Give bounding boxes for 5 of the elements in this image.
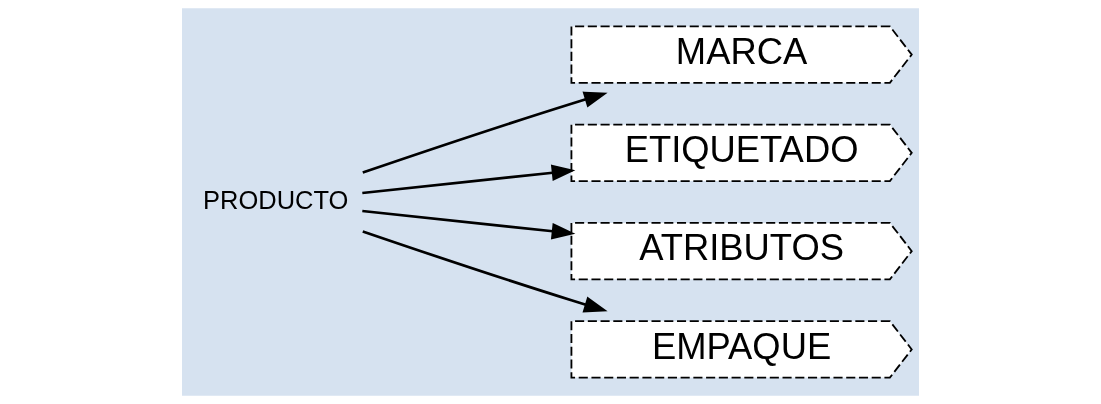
arrow [362, 91, 608, 174]
arrow [362, 209, 576, 240]
arrow [362, 230, 608, 313]
node-text: PRODUCTO [203, 185, 349, 214]
arrow [362, 164, 576, 195]
